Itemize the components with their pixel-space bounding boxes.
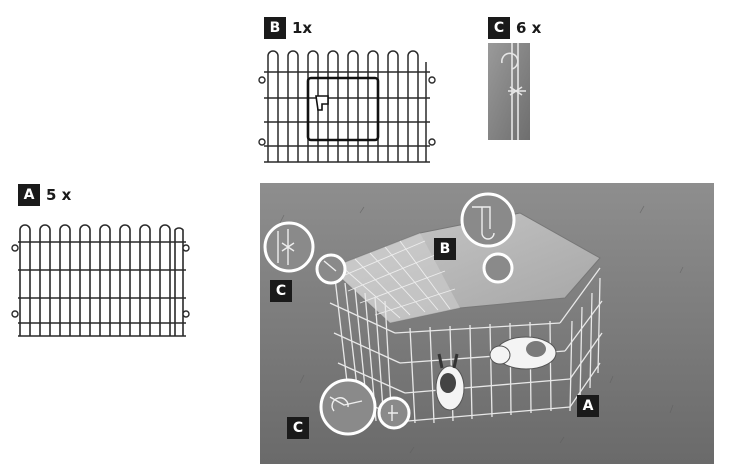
part-c-label: C 6 x: [488, 17, 541, 39]
fence-panel-a-image: [11, 224, 190, 337]
photo-callout-a-badge: A: [577, 395, 599, 417]
photo-callout-c-bottom: C: [287, 417, 309, 439]
photo-callout-c-bottom-badge: C: [287, 417, 309, 439]
part-a-badge: A: [18, 184, 40, 206]
photo-callout-b: B: [434, 238, 456, 260]
photo-callout-a: A: [577, 395, 599, 417]
part-b-badge: B: [264, 17, 286, 39]
part-c-quantity: 6 x: [516, 19, 542, 37]
part-c-badge: C: [488, 17, 510, 39]
assembled-enclosure-photo: [260, 183, 714, 464]
part-a-quantity: 5 x: [46, 186, 72, 204]
photo-callout-c-top: C: [270, 280, 292, 302]
part-b-quantity: 1x: [292, 19, 313, 37]
part-a-label: A 5 x: [18, 184, 71, 206]
part-b-label: B 1x: [264, 17, 312, 39]
photo-callout-b-badge: B: [434, 238, 456, 260]
clip-c-photo: [488, 43, 530, 140]
fence-panel-b-door-image: [258, 50, 436, 163]
photo-callout-c-top-badge: C: [270, 280, 292, 302]
